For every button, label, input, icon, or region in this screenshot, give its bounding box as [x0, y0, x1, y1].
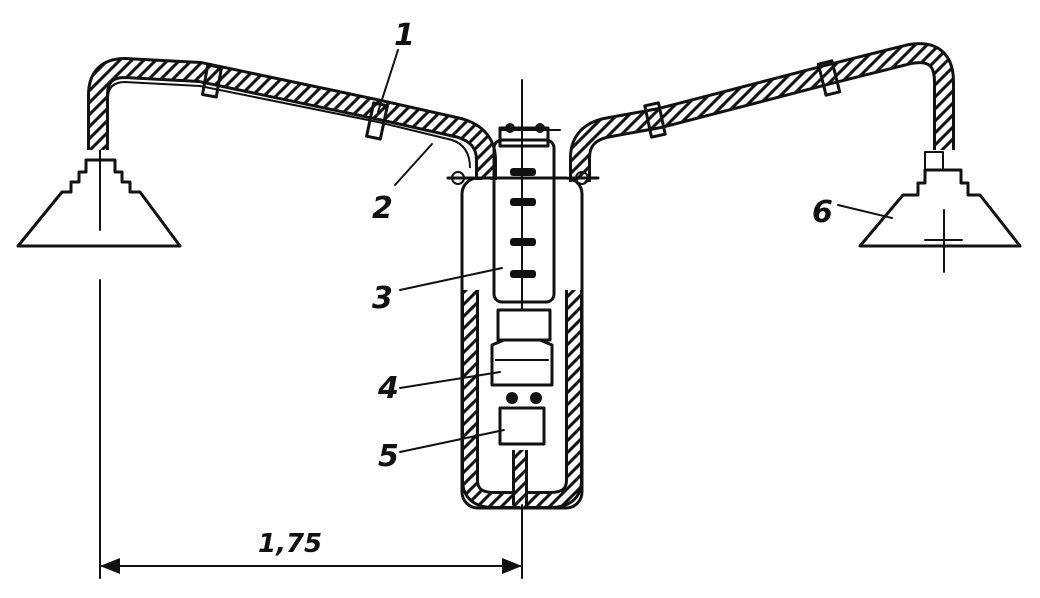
fuse-assembly — [490, 308, 554, 446]
dimension-label: 1,75 — [258, 529, 322, 559]
left-arm-tube — [87, 57, 497, 180]
callout-4: 4 — [377, 371, 399, 406]
callout-5: 5 — [378, 439, 399, 474]
left-lamp-shade — [16, 149, 182, 248]
callout-3: 3 — [372, 281, 393, 316]
central-housing — [460, 176, 584, 510]
dimension-line — [99, 279, 523, 579]
right-arm-tube — [569, 42, 955, 182]
callout-6: 6 — [812, 195, 833, 230]
callout-1: 1 — [394, 18, 415, 53]
callout-leaders — [377, 49, 893, 453]
callout-2: 2 — [372, 191, 393, 226]
right-lamp-shade — [858, 151, 1022, 273]
terminal-block — [446, 79, 600, 311]
